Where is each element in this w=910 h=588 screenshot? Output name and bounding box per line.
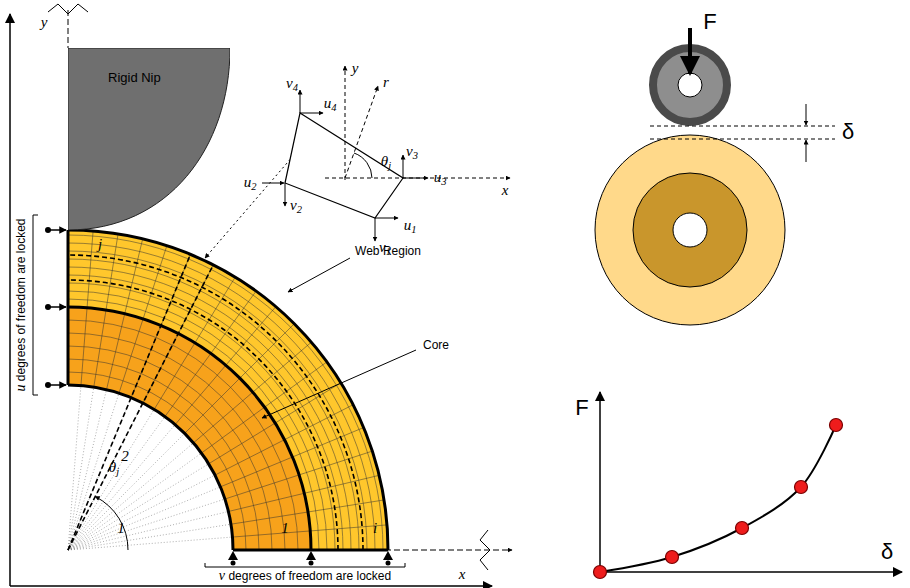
angle-label: θj xyxy=(381,153,391,171)
callout-number: j xyxy=(98,236,102,253)
axis-label: F xyxy=(575,396,588,420)
force-deflection-chart xyxy=(594,392,903,579)
region-label: Core xyxy=(423,339,449,352)
dof-label: u2 xyxy=(244,174,257,192)
symmetry-line xyxy=(68,10,69,48)
dof-label: v4 xyxy=(286,75,298,93)
dof-label: u1 xyxy=(404,217,417,235)
x-axis xyxy=(10,585,492,587)
angle-label: θj xyxy=(109,459,119,477)
leader-line xyxy=(288,258,350,292)
roller-pair xyxy=(595,28,835,325)
supports xyxy=(45,227,393,566)
leader-line xyxy=(262,350,416,418)
axis-label: δ xyxy=(881,540,893,564)
dimension-label: δ xyxy=(842,120,854,144)
dof-label: v2 xyxy=(290,197,302,215)
axis-label: r xyxy=(383,74,389,91)
bracket xyxy=(33,215,38,395)
callout-number: i xyxy=(373,520,377,537)
mesh-lines xyxy=(68,231,387,550)
dof-label: u3 xyxy=(434,169,447,187)
callout-number: 1 xyxy=(117,520,125,537)
dof-label: v1 xyxy=(379,239,391,257)
core-region xyxy=(68,307,311,550)
bracket xyxy=(205,563,405,567)
dof-label: u4 xyxy=(324,95,337,113)
callout-number: 1 xyxy=(281,520,289,537)
boundary-note: v degrees of freedom are locked xyxy=(219,568,391,583)
leader-line xyxy=(205,148,300,258)
axis-label: y xyxy=(352,60,359,77)
axis-label: y xyxy=(41,14,48,31)
symmetry-symbol xyxy=(480,530,490,570)
boundary-note: u degrees of freedom are locked xyxy=(13,218,28,391)
node-label: Rigid Nip xyxy=(108,70,161,85)
callout-number: 2 xyxy=(121,448,129,465)
element-inset xyxy=(262,66,510,241)
y-axis xyxy=(9,14,11,586)
force-label: F xyxy=(703,10,716,34)
angle-arc xyxy=(95,497,128,550)
symmetry-symbol xyxy=(48,4,88,14)
axis-label: x xyxy=(502,182,509,199)
rigid-nip: Rigid Nip xyxy=(68,48,230,230)
dof-label: v3 xyxy=(406,143,418,161)
axis-label: x xyxy=(459,566,466,583)
ring-outlines xyxy=(68,230,388,550)
symmetry-line xyxy=(385,550,512,551)
web-region xyxy=(68,230,388,550)
